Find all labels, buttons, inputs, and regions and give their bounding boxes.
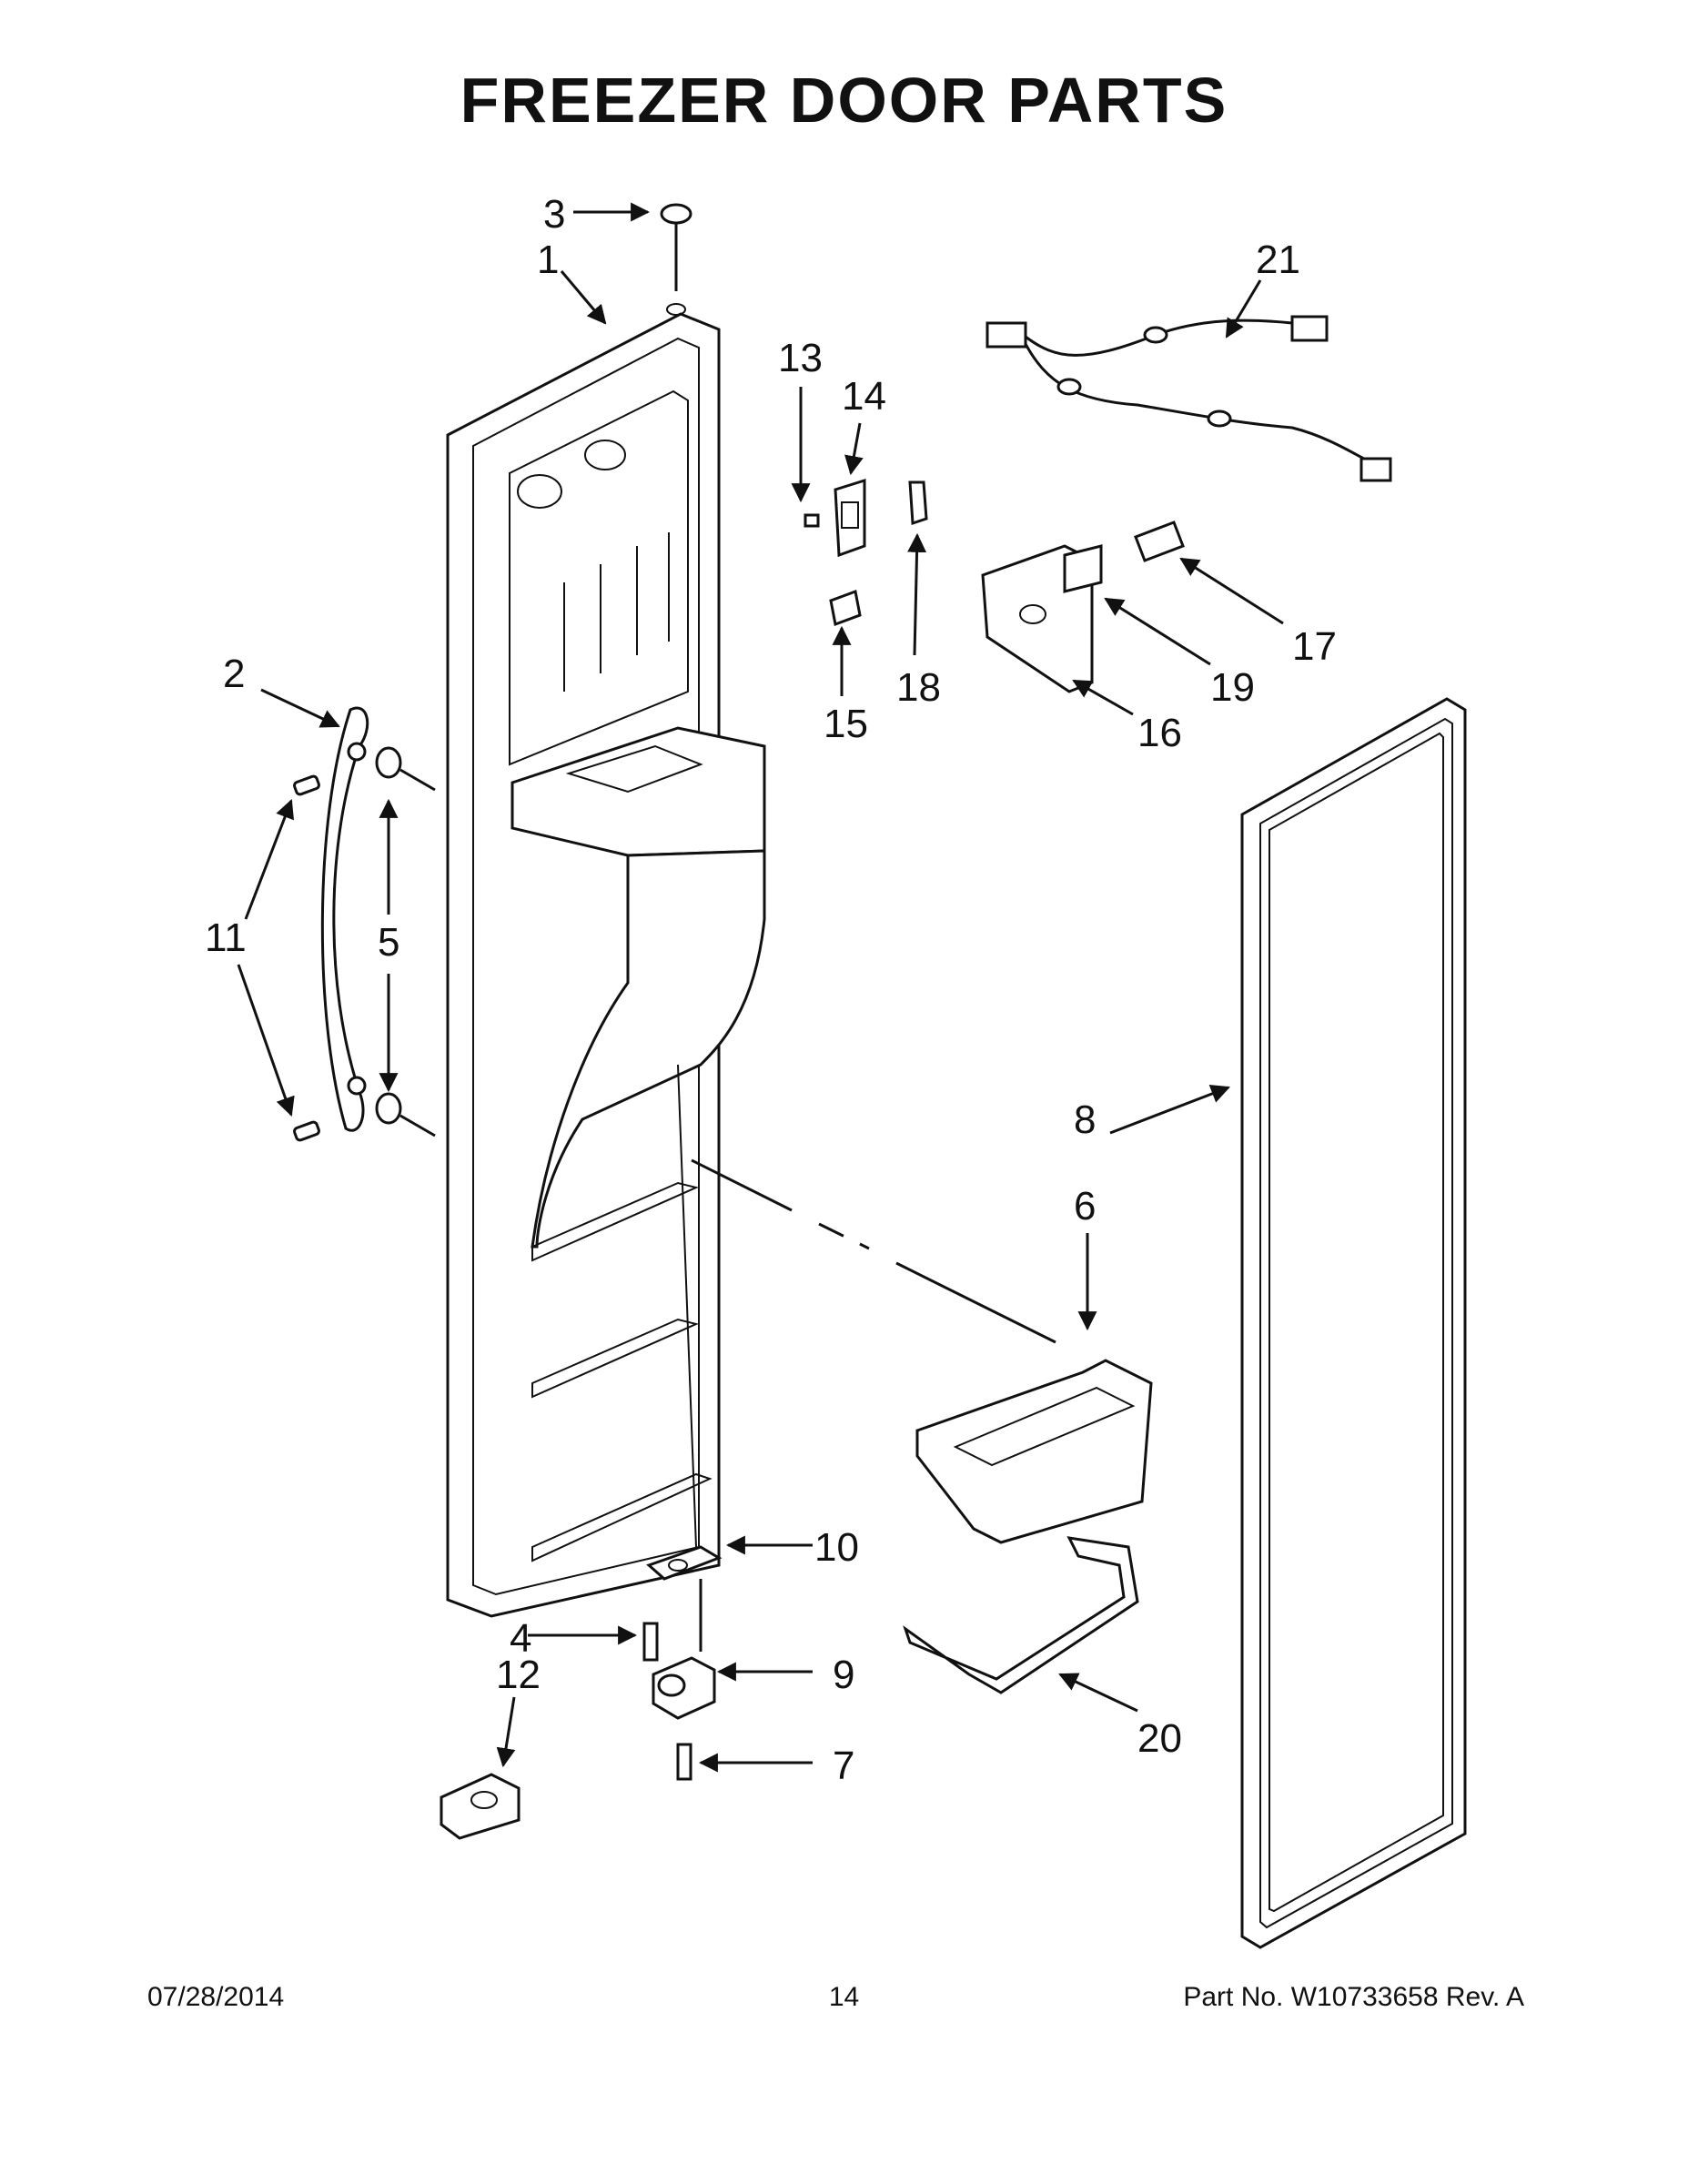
page-title: FREEZER DOOR PARTS: [460, 65, 1228, 136]
callout-16: 16: [1137, 711, 1182, 755]
callout-12: 12: [496, 1653, 541, 1697]
door-gasket: [1240, 697, 1467, 1949]
callout-19: 19: [1210, 665, 1255, 710]
callout-4: 4: [510, 1616, 531, 1661]
handle-spacers: [375, 746, 436, 1138]
footer-part-number: Part No. W10733658 Rev. A: [1183, 1982, 1524, 2012]
footer-date: 07/28/2014: [147, 1982, 285, 2012]
door-bin: [915, 1359, 1153, 1544]
callout-8: 8: [1074, 1097, 1096, 1142]
callout-21: 21: [1256, 238, 1300, 282]
dispenser-control-module: [981, 521, 1185, 693]
callout-14: 14: [842, 374, 886, 419]
freezer-door: [446, 312, 766, 1618]
dashed-leader: [691, 1158, 1056, 1344]
callout-3: 3: [543, 192, 565, 237]
footer-page-number: 14: [828, 1982, 860, 2012]
door-handle: [320, 706, 369, 1132]
callout-2: 2: [223, 652, 245, 696]
callout-11: 11: [205, 915, 247, 960]
callout-17: 17: [1292, 624, 1337, 669]
hinge-plug: [660, 203, 692, 316]
handle-screws: [293, 774, 320, 1142]
small-dispenser-parts: [804, 478, 928, 627]
callout-20: 20: [1137, 1716, 1182, 1761]
wire-harness: [986, 315, 1392, 482]
hinge-hardware: [440, 1545, 723, 1840]
leader-arrows: [237, 202, 1284, 1773]
callout-18: 18: [896, 665, 941, 710]
callout-5: 5: [378, 920, 399, 965]
callout-1: 1: [537, 238, 559, 282]
callout-6: 6: [1074, 1184, 1096, 1228]
callout-13: 13: [778, 336, 823, 380]
bin-support-rail: [903, 1536, 1139, 1694]
callout-15: 15: [824, 702, 868, 746]
callout-10: 10: [814, 1525, 859, 1570]
callout-labels: 3 1 2 11 5 13 14 15 18 16 19 17 21 8 6 1…: [205, 192, 1337, 1788]
callout-9: 9: [833, 1653, 854, 1697]
callout-7: 7: [833, 1744, 854, 1788]
